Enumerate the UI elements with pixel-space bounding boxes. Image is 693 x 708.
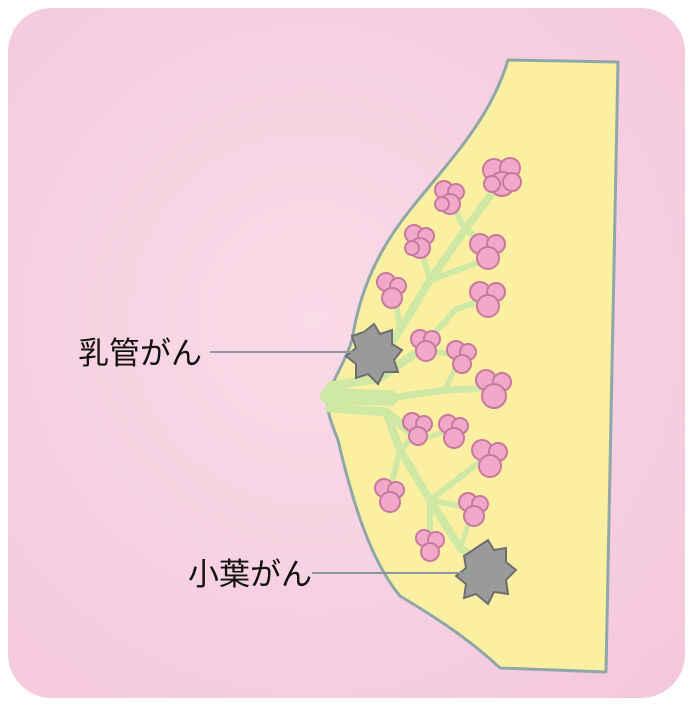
ductal-cancer-label: 乳管がん [78, 336, 202, 372]
lobular-cancer-label: 小葉がん [188, 557, 312, 593]
lobule [435, 181, 464, 214]
lobule [405, 225, 434, 258]
lobule [483, 158, 521, 196]
